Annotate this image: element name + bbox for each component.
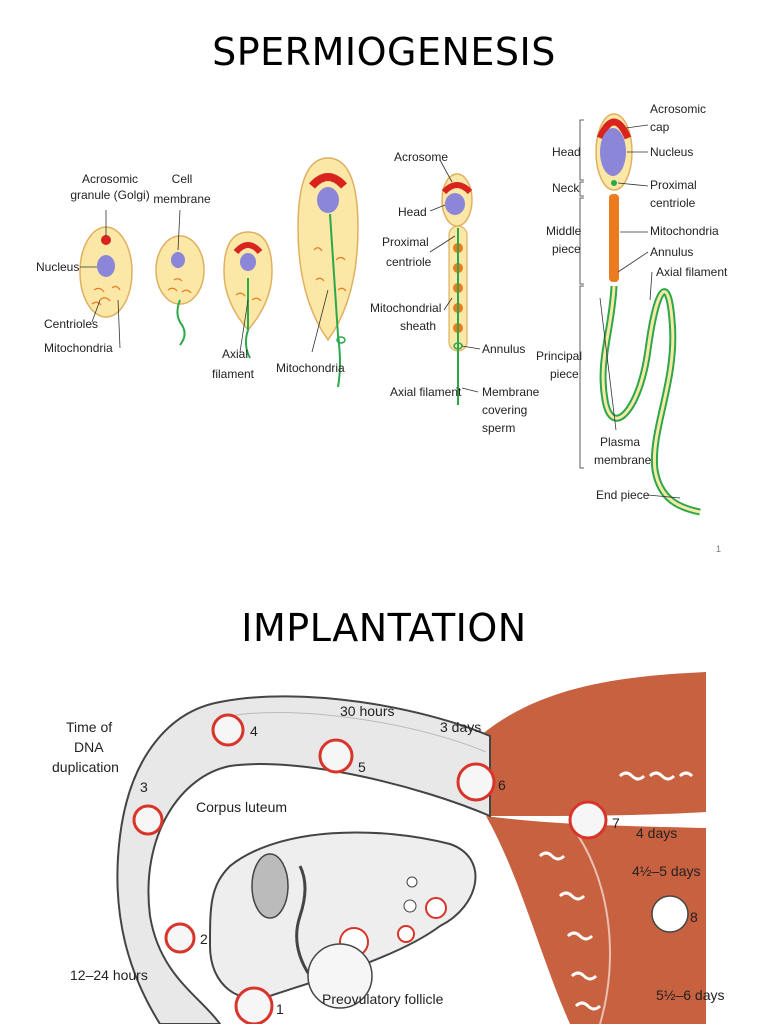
label-3-days: 3 days xyxy=(440,719,481,735)
label-stage-2: 2 xyxy=(200,931,208,947)
label-region-middle-2: piece xyxy=(552,242,581,256)
mature-sperm xyxy=(595,113,701,516)
label-axial-filament-b: Axial filament xyxy=(390,385,462,399)
uterine-wall xyxy=(480,672,706,1024)
corpus-luteum xyxy=(251,853,289,919)
label-axial-filament-c: Axial filament xyxy=(656,265,728,279)
stage-8-blastocyst xyxy=(651,895,689,933)
label-acrosomic-granule: Acrosomic xyxy=(82,172,138,186)
stage-2-zygote xyxy=(164,922,196,954)
label-proximal-centriole-2: centriole xyxy=(386,255,432,269)
stage-6-morula xyxy=(456,762,496,802)
stage-1-zygote xyxy=(234,986,274,1024)
label-stage-6: 6 xyxy=(498,777,506,793)
label-mitochondria-b: Mitochondria xyxy=(276,361,345,375)
label-time-dna-2: DNA xyxy=(74,739,104,755)
leader-lines xyxy=(80,119,681,499)
label-proximal-centriole-b-2: centriole xyxy=(650,196,696,210)
label-region-head: Head xyxy=(552,145,581,159)
label-cell-membrane-2: membrane xyxy=(153,192,211,206)
ovary xyxy=(208,831,477,1009)
label-head: Head xyxy=(398,205,427,219)
label-acrosomic-cap: Acrosomic xyxy=(650,102,706,116)
label-region-principal-2: piece xyxy=(550,367,579,381)
label-mitochondria-a: Mitochondria xyxy=(44,341,113,355)
label-12-24-hours: 12–24 hours xyxy=(70,967,148,983)
label-centrioles: Centrioles xyxy=(44,317,98,331)
label-30-hours: 30 hours xyxy=(340,703,394,719)
stage-2-cell xyxy=(155,235,205,346)
label-axial-filament-a: Axial xyxy=(222,347,248,361)
label-time-dna-3: duplication xyxy=(52,759,119,775)
label-axial-filament-a-2: filament xyxy=(212,367,255,381)
label-proximal-centriole: Proximal xyxy=(382,235,429,249)
label-region-middle: Middle xyxy=(546,224,582,238)
label-region-neck: Neck xyxy=(552,181,580,195)
label-5-6-days: 5½–6 days xyxy=(656,987,725,1003)
stage-4-four-cell xyxy=(211,713,245,747)
label-membrane-covering-3: sperm xyxy=(482,421,515,435)
stage-4-cell xyxy=(297,157,359,388)
label-stage-4: 4 xyxy=(250,723,258,739)
spermiogenesis-labels: Acrosomic granule (Golgi) Cell membrane … xyxy=(36,102,728,502)
label-mitochondrial-sheath: Mitochondrial xyxy=(370,301,441,315)
implantation-diagram: Time of DNA duplication 30 hours 3 days … xyxy=(52,672,725,1024)
spermiogenesis-diagram: Acrosomic granule (Golgi) Cell membrane … xyxy=(36,102,728,516)
label-4-days: 4 days xyxy=(636,825,677,841)
label-end-piece: End piece xyxy=(596,488,650,502)
label-4-5-days: 4½–5 days xyxy=(632,863,701,879)
label-cell-membrane: Cell xyxy=(172,172,193,186)
label-membrane-covering: Membrane xyxy=(482,385,540,399)
stage-5-eight-cell xyxy=(318,738,354,774)
stage-3-cell xyxy=(223,231,273,359)
label-proximal-centriole-b: Proximal xyxy=(650,178,697,192)
label-acrosome: Acrosome xyxy=(394,150,448,164)
embryo-stages xyxy=(132,713,689,1024)
label-time-dna: Time of xyxy=(66,719,112,735)
stage-3-two-cell xyxy=(132,804,164,836)
label-mitochondria-c: Mitochondria xyxy=(650,224,719,238)
implantation-labels: Time of DNA duplication 30 hours 3 days … xyxy=(52,703,725,1017)
slide-title: SPERMIOGENESIS xyxy=(212,30,556,74)
label-stage-8: 8 xyxy=(690,909,698,925)
slide-title-implantation: IMPLANTATION xyxy=(241,606,527,650)
endometrial-glands xyxy=(538,771,694,1011)
stage-7-blastocyst xyxy=(568,800,608,840)
label-acrosomic-granule-2: granule (Golgi) xyxy=(70,188,149,202)
label-annulus-a: Annulus xyxy=(482,342,525,356)
stage-1-cell xyxy=(79,226,133,318)
label-plasma-membrane: Plasma xyxy=(600,435,640,449)
label-membrane-covering-2: covering xyxy=(482,403,527,417)
label-preovulatory-follicle: Preovulatory follicle xyxy=(322,991,444,1007)
slide-spermiogenesis: SPERMIOGENESIS xyxy=(36,30,729,554)
label-stage-1: 1 xyxy=(276,1001,284,1017)
fallopian-tube xyxy=(116,695,491,1024)
page-number: 1 xyxy=(716,544,722,554)
label-nucleus: Nucleus xyxy=(36,260,79,274)
label-nucleus-b: Nucleus xyxy=(650,145,693,159)
label-mitochondrial-sheath-2: sheath xyxy=(400,319,436,333)
label-plasma-membrane-2: membrane xyxy=(594,453,652,467)
label-acrosomic-cap-2: cap xyxy=(650,120,670,134)
label-stage-3: 3 xyxy=(140,779,148,795)
label-region-principal: Principal xyxy=(536,349,582,363)
label-corpus-luteum: Corpus luteum xyxy=(196,799,287,815)
slide-implantation: IMPLANTATION xyxy=(0,576,768,1024)
label-stage-5: 5 xyxy=(358,759,366,775)
stage-5-cell xyxy=(441,173,473,405)
label-annulus-b: Annulus xyxy=(650,245,693,259)
label-stage-7: 7 xyxy=(612,815,620,831)
